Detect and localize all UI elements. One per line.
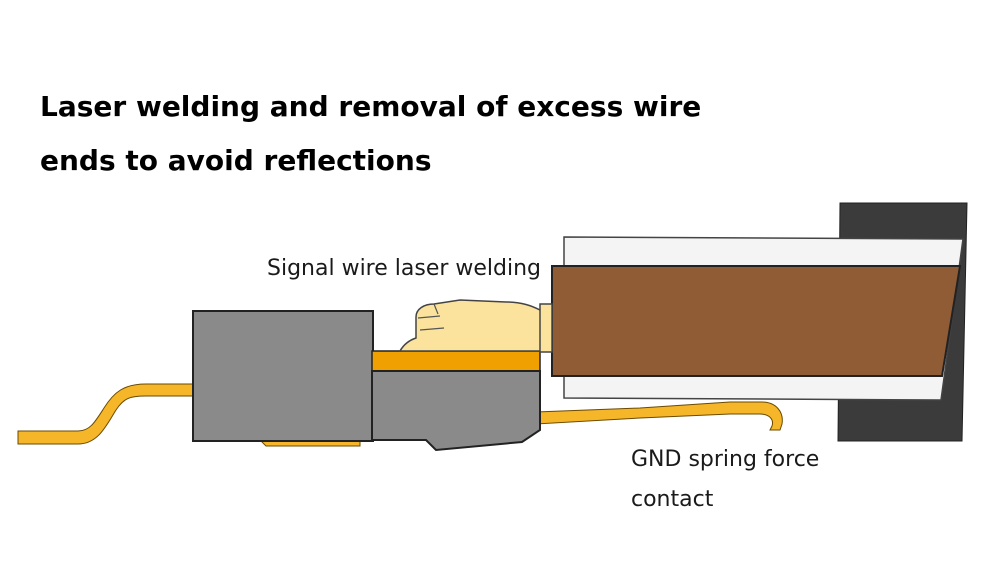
title-line-2: ends to avoid reflections — [40, 144, 432, 177]
laser-weld-blob — [398, 299, 549, 352]
gnd-label-line-1: GND spring force — [631, 447, 820, 472]
weld-shield — [539, 303, 553, 353]
connector-housing-right — [371, 370, 541, 452]
gnd-spring-contact — [535, 401, 783, 431]
diagram-title: Laser welding and removal of excess wire… — [40, 80, 760, 188]
contact-strip — [371, 350, 541, 372]
connector-housing-left — [192, 310, 374, 442]
signal-weld-label: Signal wire laser welding — [267, 256, 542, 281]
gnd-contact-label: GND spring force contact — [631, 440, 819, 520]
signal-wire-left — [17, 383, 201, 445]
title-line-1: Laser welding and removal of excess wire — [40, 90, 702, 123]
cable-jacket — [551, 265, 962, 377]
weld-detail — [417, 303, 445, 331]
gnd-label-line-2: contact — [631, 487, 714, 512]
